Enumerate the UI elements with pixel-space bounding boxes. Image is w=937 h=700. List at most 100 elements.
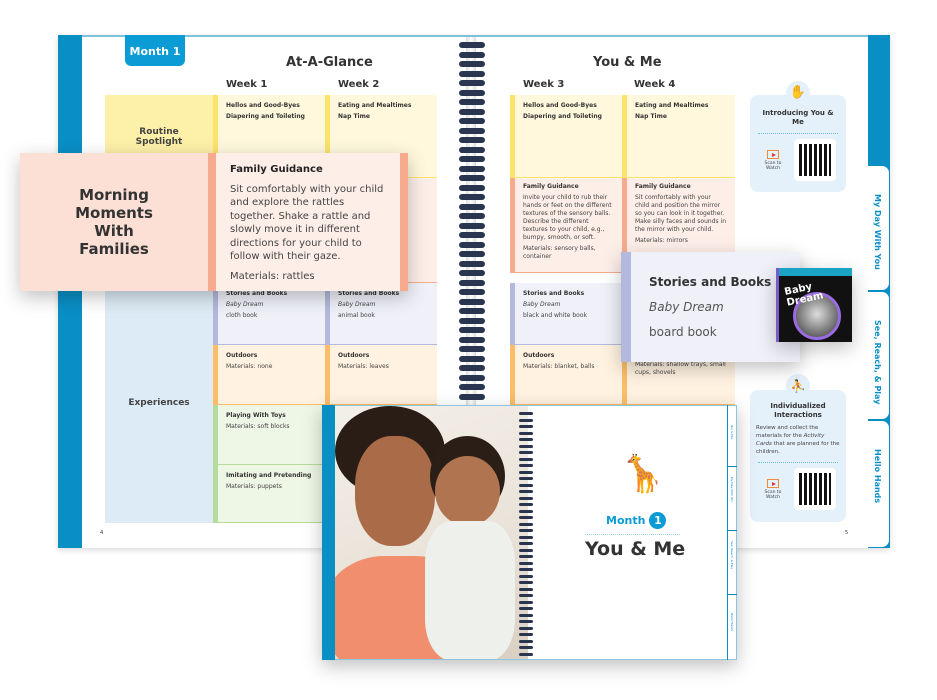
- cell-text: Invite your child to rub their hands or …: [523, 194, 612, 241]
- spiral-ring: [519, 561, 533, 565]
- routine-item: Eating and Mealtimes: [635, 102, 709, 109]
- experiences-label: Experiences: [105, 283, 213, 523]
- accent-stripe: [400, 153, 408, 291]
- spiral-ring: [519, 496, 533, 500]
- cell-heading: Playing With Toys: [226, 412, 286, 419]
- experiences-text: Experiences: [128, 398, 190, 408]
- page-title-right: You & Me: [593, 55, 662, 70]
- spiral-ring: [519, 451, 533, 454]
- spiral-ring: [519, 431, 533, 435]
- week-2-header: Week 2: [338, 79, 380, 90]
- spiral-ring: [459, 61, 485, 67]
- spiral-ring: [519, 587, 533, 591]
- cell-text: Sit comfortably with your child and posi…: [635, 194, 727, 233]
- spiral-ring: [459, 156, 485, 162]
- cell-heading: Outdoors: [338, 352, 370, 359]
- small-tab-you-and-me[interactable]: You & Me: [728, 405, 737, 467]
- routine-item: Diapering and Toileting: [226, 113, 305, 120]
- spiral-ring: [459, 99, 485, 105]
- spiral-ring: [459, 232, 485, 238]
- cell-heading: Family Guidance: [523, 183, 579, 190]
- cell-materials: Materials: mirrors: [635, 237, 688, 244]
- play-video-icon: [767, 149, 779, 159]
- small-tab-hello-hands[interactable]: Hello Hands: [728, 595, 737, 659]
- month-tab: Month 1: [125, 35, 185, 66]
- page-number-right: 5: [845, 530, 849, 536]
- cell-text: Materials: blanket, balls: [523, 363, 595, 370]
- spiral-ring: [519, 600, 533, 604]
- spiral-ring: [459, 175, 485, 181]
- card-body-emphasis: Activity Cards: [756, 433, 825, 447]
- spiral-ring: [459, 336, 485, 343]
- qr-code[interactable]: [794, 468, 836, 510]
- cell-heading: Family Guidance: [635, 183, 691, 190]
- book-title: Baby Dream: [226, 301, 264, 308]
- tab-label: Hello Hands: [730, 613, 734, 632]
- book-spine: [58, 35, 82, 548]
- cell-materials: Materials: sensory balls, container: [523, 245, 596, 260]
- cell-heading: Imitating and Pretending: [226, 472, 312, 479]
- spiral-ring: [459, 89, 485, 96]
- routine-spotlight-text: Routine Spotlight: [135, 126, 183, 147]
- card-body-text: Review and collect the materials for the: [756, 425, 819, 439]
- morning-moments-label: Morning Moments With Families: [20, 153, 208, 291]
- spiral-ring: [459, 165, 485, 172]
- baby-dream-book-cover: Baby Dream: [776, 268, 852, 342]
- scan-label: Scan to Watch: [764, 160, 782, 171]
- card-title: Individualized Interactions: [770, 402, 826, 419]
- book-title: Baby Dream: [649, 300, 724, 314]
- cell-text: Materials: leaves: [338, 363, 389, 370]
- tab-hello-hands[interactable]: Hello Hands: [868, 420, 890, 548]
- tab-see-reach-play[interactable]: See, Reach, & Play: [868, 291, 890, 420]
- book-type: board book: [649, 325, 717, 339]
- week-1-header: Week 1: [226, 79, 268, 90]
- individualized-card: ⛹ Individualized Interactions Review and…: [750, 374, 846, 522]
- spiral-ring: [519, 613, 533, 617]
- spiral-ring: [519, 412, 533, 415]
- spiral-ring: [519, 516, 533, 519]
- spiral-ring: [459, 260, 485, 267]
- spiral-ring: [519, 581, 533, 584]
- spiral-ring: [459, 251, 485, 257]
- spiral-ring: [459, 384, 485, 390]
- spiral-ring: [519, 425, 533, 428]
- qr-code[interactable]: [794, 139, 836, 181]
- spiral-ring: [519, 574, 533, 578]
- spiral-ring: [459, 127, 485, 134]
- spiral-ring: [519, 418, 533, 422]
- scan-to-watch[interactable]: Scan to Watch: [761, 478, 785, 500]
- spiral-ring: [459, 70, 485, 77]
- cell-text: Materials: soft blocks: [226, 423, 290, 430]
- spiral-ring: [519, 522, 533, 526]
- small-book-spine: [322, 405, 335, 660]
- spiral-ring: [519, 529, 533, 532]
- spiral-ring: [519, 555, 533, 558]
- spiral-ring: [459, 42, 485, 48]
- spiral-ring: [459, 146, 485, 153]
- tab-my-day-with-you[interactable]: My Day With You: [868, 165, 890, 291]
- scan-to-watch[interactable]: Scan to Watch: [761, 149, 785, 171]
- spiral-ring: [519, 639, 533, 643]
- callout-text: Sit comfortably with your child and expl…: [230, 183, 384, 263]
- cell-heading: Stories and Books: [226, 290, 288, 297]
- callout-heading: Stories and Books: [649, 275, 772, 289]
- play-video-icon: [767, 478, 779, 488]
- spiral-ring: [519, 594, 533, 597]
- small-tab-my-day[interactable]: My Day With You: [728, 467, 737, 531]
- tab-label: See, Reach, & Play: [730, 541, 734, 570]
- cell-text: Materials: shallow trays, small cups, sh…: [635, 361, 726, 376]
- spiral-ring: [459, 327, 485, 333]
- week-4-header: Week 4: [634, 79, 676, 90]
- routine-item: Nap Time: [635, 113, 667, 120]
- small-book-tabs: You & Me My Day With You See, Reach, & P…: [727, 405, 737, 660]
- small-tab-see-reach-play[interactable]: See, Reach, & Play: [728, 531, 737, 595]
- spiral-ring: [519, 457, 533, 461]
- cell-text: animal book: [338, 312, 375, 319]
- spiral-ring: [519, 652, 533, 656]
- spiral-ring: [519, 438, 533, 441]
